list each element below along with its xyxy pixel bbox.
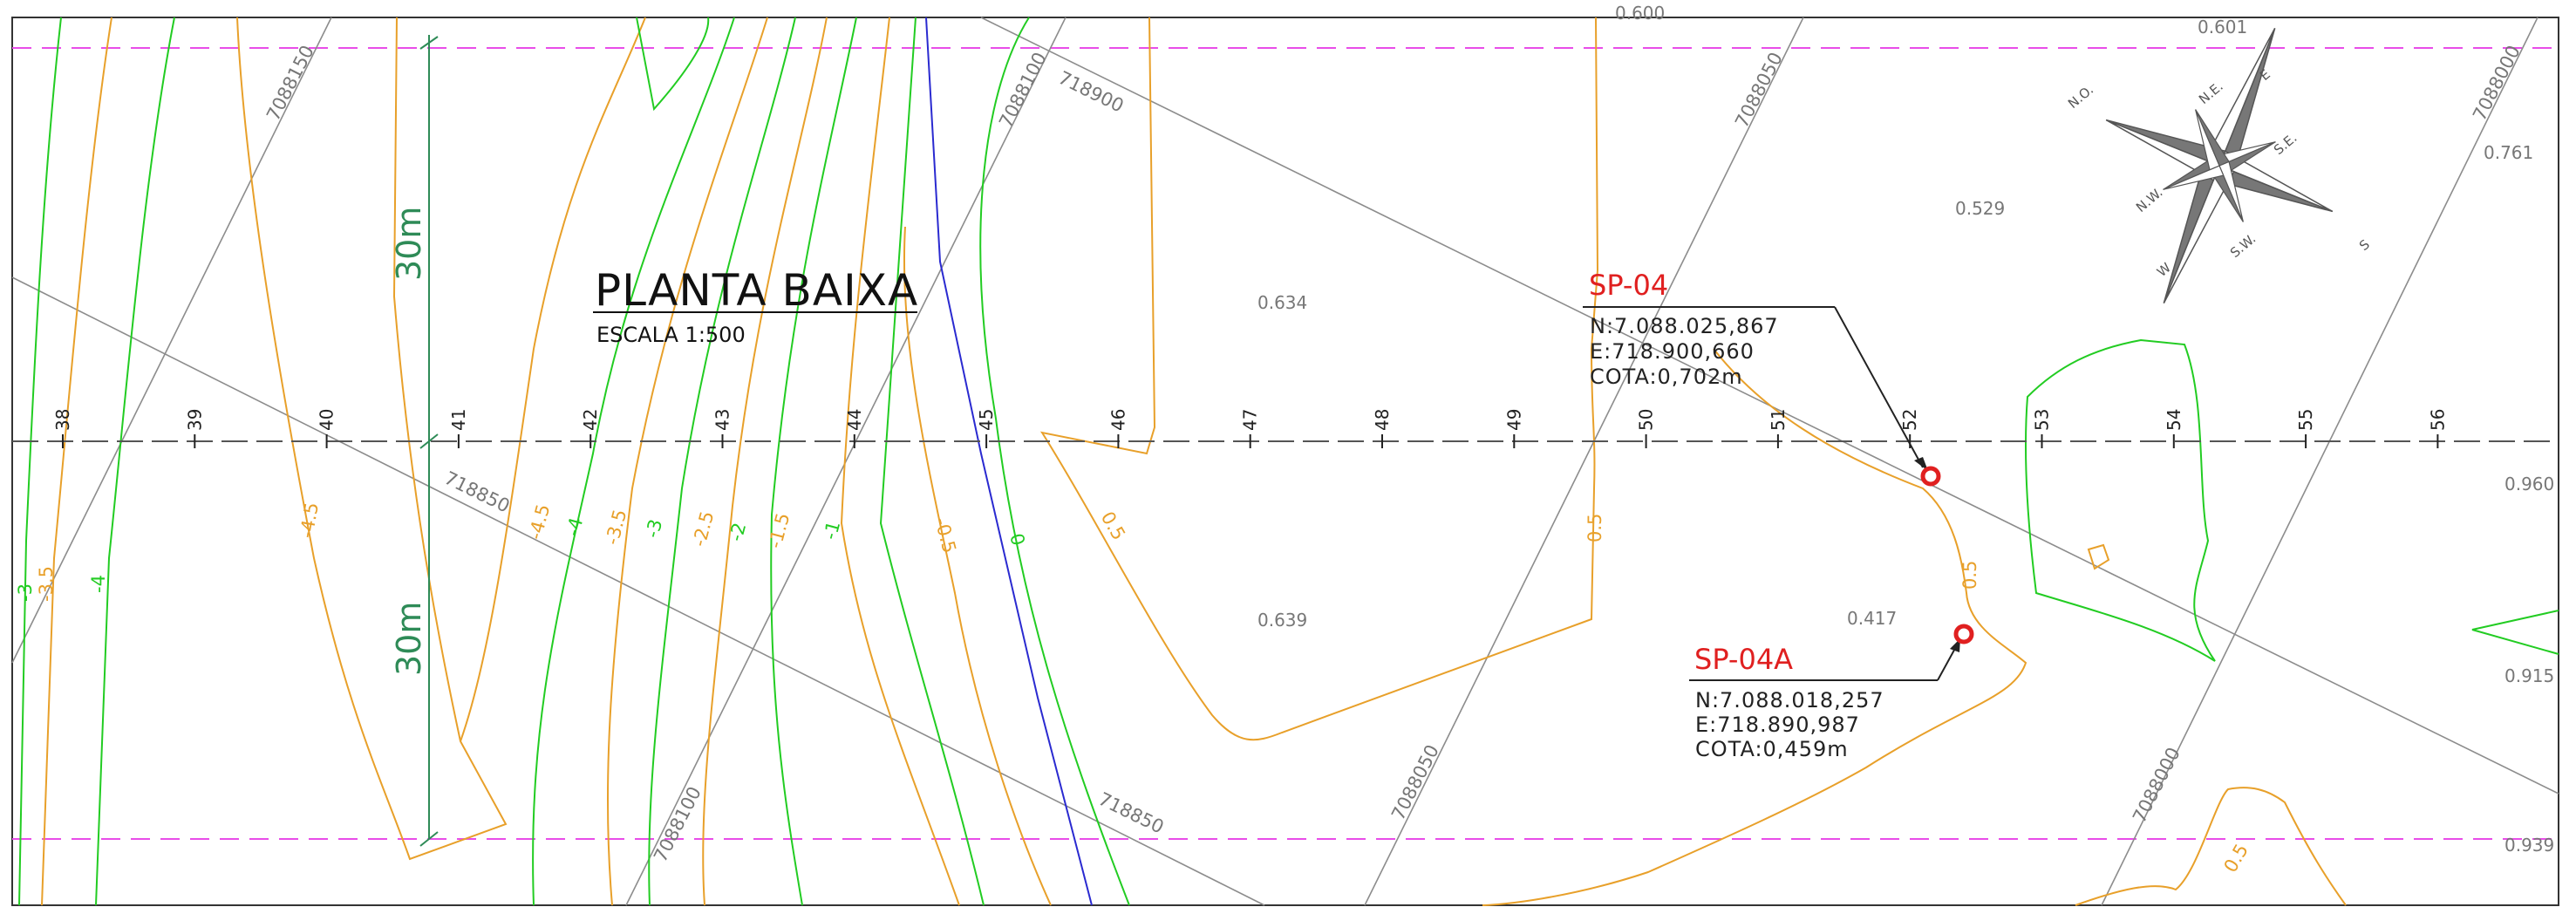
station-marks: 38 39 40 41 42 43 44 45 46 47 48 49 50 51 52 53 54 55 56 xyxy=(52,409,2448,448)
compass-label: N.E. xyxy=(2196,78,2226,107)
point-north: N:7.088.025,867 xyxy=(1590,314,1779,338)
compass-point xyxy=(2195,109,2220,171)
point-east: E:718.890,987 xyxy=(1695,713,1860,737)
grid-label: 7088050 xyxy=(1387,741,1443,823)
station-label: 43 xyxy=(712,409,733,431)
contour-label: -3 xyxy=(15,583,36,602)
dimension-label-top: 30m xyxy=(390,207,428,281)
point-north: N:7.088.018,257 xyxy=(1695,688,1884,713)
station-label: 39 xyxy=(184,409,205,431)
point-east: E:718.900,660 xyxy=(1590,339,1755,364)
station-label: 38 xyxy=(52,409,73,431)
station-label: 49 xyxy=(1503,409,1524,431)
contour-label: -4.5 xyxy=(525,501,555,542)
station-label: 48 xyxy=(1372,409,1393,431)
spot-height: 0.529 xyxy=(1955,198,2005,219)
grid-label: 7088100 xyxy=(650,783,705,865)
station-label: 45 xyxy=(976,409,997,431)
contour-label: -4.5 xyxy=(296,501,323,540)
contour-label: -3 xyxy=(642,517,667,540)
spot-height: 0.939 xyxy=(2504,835,2554,856)
grid-label: 718900 xyxy=(1055,67,1128,117)
plan-scale: ESCALA 1:500 xyxy=(596,323,746,347)
compass-label: S.E. xyxy=(2271,130,2300,158)
compass-label: N.W. xyxy=(2133,185,2166,216)
grid-label: 718850 xyxy=(441,467,514,517)
spot-heights: 0.601 0.761 0.529 0.634 0.960 0.639 0.41… xyxy=(1257,17,2554,856)
point-name: SP-04 xyxy=(1589,269,1668,302)
plan-title: PLANTA BAIXA xyxy=(595,265,918,316)
spot-height: 0.601 xyxy=(2198,17,2247,38)
point-marker[interactable] xyxy=(1953,624,1974,644)
compass-label: N.O. xyxy=(2065,82,2096,112)
contour-label: -0.5 xyxy=(930,515,960,556)
contour-label: 0.5 xyxy=(1959,561,1980,590)
station-label: 42 xyxy=(580,409,601,431)
contour-label: 0 xyxy=(1005,531,1029,548)
station-label: 46 xyxy=(1107,409,1128,431)
dimension-label-bottom: 30m xyxy=(390,602,428,676)
contour-lines xyxy=(18,17,2559,906)
contour-label: -3.5 xyxy=(36,566,57,602)
contour-label: -4 xyxy=(88,575,109,593)
drawing-frame xyxy=(11,17,2559,906)
grid-label: 7088050 xyxy=(1731,49,1787,131)
spot-height: 0.417 xyxy=(1847,608,1897,629)
compass-star-icon xyxy=(2105,28,2334,303)
point-cota: COTA:0,459m xyxy=(1695,737,1849,761)
compass-label: S.W. xyxy=(2227,231,2259,261)
station-label: 40 xyxy=(317,409,337,431)
station-label: 44 xyxy=(844,409,865,431)
compass-point xyxy=(2163,165,2225,190)
station-label: 54 xyxy=(2164,409,2184,431)
point-cota: COTA:0,702m xyxy=(1590,365,1743,389)
grid-label: 7088000 xyxy=(2469,42,2525,124)
contour-label: -1 xyxy=(820,519,845,542)
station-label: 47 xyxy=(1240,409,1261,431)
coordinate-grid xyxy=(11,17,2559,906)
dimension-line xyxy=(419,35,439,847)
contour-label: -1.5 xyxy=(765,510,794,550)
station-label: 41 xyxy=(448,409,469,431)
spot-height: 0.639 xyxy=(1257,610,1307,631)
channel-line xyxy=(925,17,1093,906)
point-sp-04[interactable]: SP-04 N:7.088.025,867 E:718.900,660 COTA… xyxy=(1583,269,1941,487)
point-name: SP-04A xyxy=(1694,643,1793,676)
station-label: 55 xyxy=(2295,409,2316,431)
station-label: 53 xyxy=(2032,409,2053,431)
grid-label: 7088100 xyxy=(995,49,1051,131)
compass-label: S xyxy=(2356,236,2373,254)
station-label: 51 xyxy=(1768,409,1789,431)
contour-label: 0.5 xyxy=(1584,514,1605,542)
spot-height: 0.761 xyxy=(2484,142,2533,163)
station-label: 56 xyxy=(2427,409,2448,431)
spot-height: 0.960 xyxy=(2504,474,2554,494)
grid-labels: 7088150 7088100 718900 7088050 7088000 7… xyxy=(262,42,2525,865)
contour-label: 0.5 xyxy=(1097,508,1129,544)
contour-label: 0.5 xyxy=(2220,841,2252,876)
grid-label: 7088150 xyxy=(262,42,318,124)
spot-height: 0.915 xyxy=(2504,665,2554,686)
compass-rose: N.O.N.E.ES.E.SS.W.WN.W. xyxy=(2065,28,2373,303)
spot-height: 0.634 xyxy=(1257,292,1307,313)
grid-label: 718850 xyxy=(1095,788,1168,838)
spot-height-top-cut: 0.600 xyxy=(1615,3,1665,24)
grid-label: 7088000 xyxy=(2129,744,2184,826)
station-label: 52 xyxy=(1899,409,1920,431)
point-marker[interactable] xyxy=(1920,466,1941,487)
contour-label: -2.5 xyxy=(689,508,719,549)
point-sp-04a[interactable]: SP-04A N:7.088.018,257 E:718.890,987 COT… xyxy=(1689,624,1974,761)
station-label: 50 xyxy=(1636,409,1657,431)
contour-label: -4 xyxy=(562,515,588,538)
